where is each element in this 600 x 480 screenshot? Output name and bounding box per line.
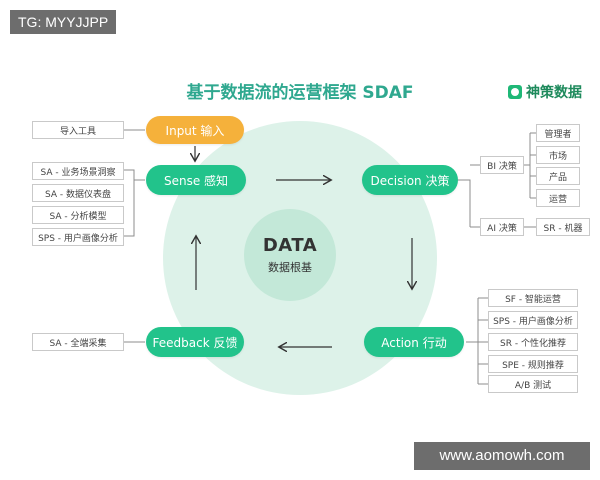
action-item-2: SPS - 用户画像分析: [488, 311, 578, 329]
ai-item-box: SR - 机器: [536, 218, 590, 236]
decision-node: Decision 决策: [362, 165, 458, 195]
brand-logo-icon: [508, 85, 522, 99]
core-title: DATA: [262, 235, 318, 256]
watermark-label: TG: MYYJJPP: [10, 10, 117, 34]
footer-watermark: www.aomowh.com: [414, 442, 590, 470]
action-node: Action 行动: [364, 327, 464, 357]
bi-item-4: 运营: [536, 189, 580, 207]
action-item-3: SR - 个性化推荐: [488, 333, 578, 351]
brand-name: 神策数据: [526, 85, 582, 101]
action-item-1: SF - 智能运营: [488, 289, 578, 307]
feedback-item-box: SA - 全端采集: [32, 333, 124, 351]
ai-decision-box: AI 决策: [480, 218, 524, 236]
action-item-4: SPE - 规则推荐: [488, 355, 578, 373]
bi-item-3: 产品: [536, 167, 580, 185]
bi-item-1: 管理者: [536, 124, 580, 142]
action-item-5: A/B 测试: [488, 375, 578, 393]
sense-item-1: SA - 业务场景洞察: [32, 162, 124, 180]
sense-node: Sense 感知: [146, 165, 246, 195]
bi-decision-box: BI 决策: [480, 156, 524, 174]
data-core-circle: DATA 数据根基: [244, 209, 336, 301]
input-node: Input 输入: [146, 116, 244, 144]
core-subtitle: 数据根基: [268, 261, 312, 274]
input-tool-box: 导入工具: [32, 121, 124, 139]
feedback-node: Feedback 反馈: [146, 327, 244, 357]
sense-item-3: SA - 分析模型: [32, 206, 124, 224]
sense-item-4: SPS - 用户画像分析: [32, 228, 124, 246]
diagram-title: 基于数据流的运营框架 SDAF: [186, 83, 414, 103]
bi-item-2: 市场: [536, 146, 580, 164]
brand-logo: 神策数据: [508, 82, 582, 102]
sense-item-2: SA - 数据仪表盘: [32, 184, 124, 202]
